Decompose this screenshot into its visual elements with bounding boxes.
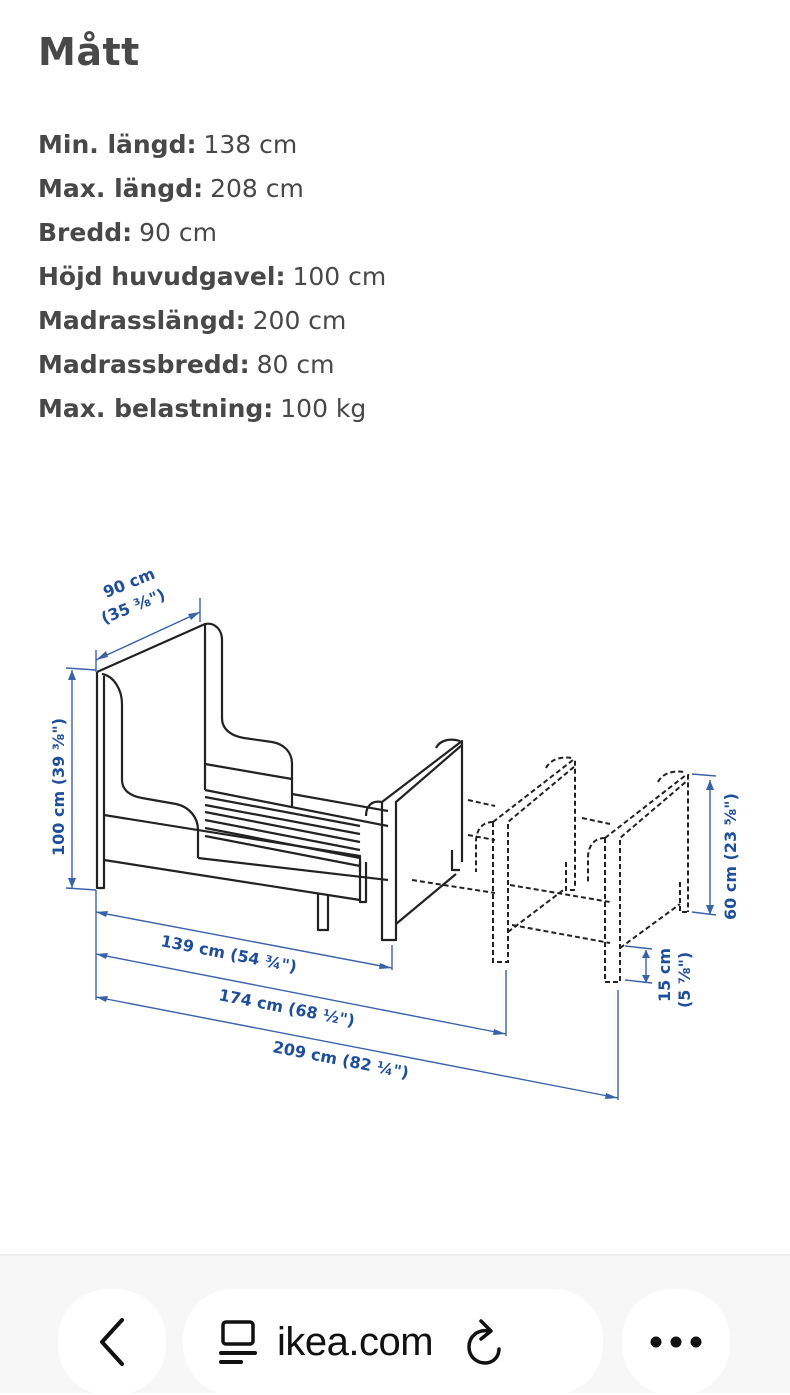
spec-value: 138 cm [203, 130, 298, 159]
dimension-arrows [68, 612, 714, 1099]
page-layout-icon [219, 1320, 257, 1364]
section-title: Mått [38, 30, 140, 74]
spec-label: Madrassbredd: [38, 350, 250, 379]
bed-dimension-diagram: 90 cm (35 ⅜") 100 cm (39 ⅜") 139 cm (54 … [49, 564, 740, 1100]
browser-bottom-toolbar: ikea.com [0, 1256, 790, 1395]
spec-label: Madrasslängd: [38, 306, 246, 335]
spec-value: 208 cm [210, 174, 304, 203]
spec-row-headboard-height: Höjd huvudgavel:100 cm [38, 255, 386, 299]
spec-value: 100 kg [280, 394, 367, 423]
more-button[interactable] [622, 1289, 730, 1395]
bed-drawing [95, 622, 464, 942]
spec-row-mattress-length: Madrasslängd:200 cm [38, 299, 386, 343]
spec-row-max-length: Max. längd:208 cm [38, 167, 386, 211]
spec-value: 80 cm [256, 350, 335, 379]
content-divider [0, 1254, 790, 1256]
url-text: ikea.com [277, 1319, 434, 1364]
spec-label: Höjd huvudgavel: [38, 262, 286, 291]
spec-label: Max. längd: [38, 174, 204, 203]
dimension-lines [65, 598, 717, 1100]
footboard-height-label: 60 cm (23 ⅝") [721, 793, 740, 920]
spec-row-mattress-width: Madrassbredd:80 cm [38, 343, 386, 387]
spec-row-width: Bredd:90 cm [38, 211, 386, 255]
spec-value: 100 cm [292, 262, 387, 291]
address-bar[interactable]: ikea.com [183, 1289, 603, 1395]
spec-label: Bredd: [38, 218, 133, 247]
spec-value: 200 cm [252, 306, 347, 335]
spec-row-max-load: Max. belastning:100 kg [38, 387, 386, 431]
chevron-left-icon [100, 1318, 124, 1366]
spec-label: Max. belastning: [38, 394, 274, 423]
leg-cm-label: 15 cm [655, 948, 674, 1002]
height-label: 100 cm (39 ⅜") [49, 718, 68, 856]
back-button[interactable] [58, 1289, 166, 1395]
reload-icon[interactable] [463, 1317, 507, 1367]
spec-label: Min. längd: [38, 130, 197, 159]
length-139-label: 139 cm (54 ¾") [159, 931, 298, 976]
spec-list: Min. längd:138 cm Max. längd:208 cm Bred… [38, 123, 386, 431]
more-icon [650, 1336, 702, 1348]
spec-row-min-length: Min. längd:138 cm [38, 123, 386, 167]
extension-drawing [411, 756, 689, 983]
leg-in-label: (5 ⅞") [675, 952, 694, 1008]
length-174-label: 174 cm (68 ½") [217, 985, 356, 1030]
spec-value: 90 cm [139, 218, 217, 247]
